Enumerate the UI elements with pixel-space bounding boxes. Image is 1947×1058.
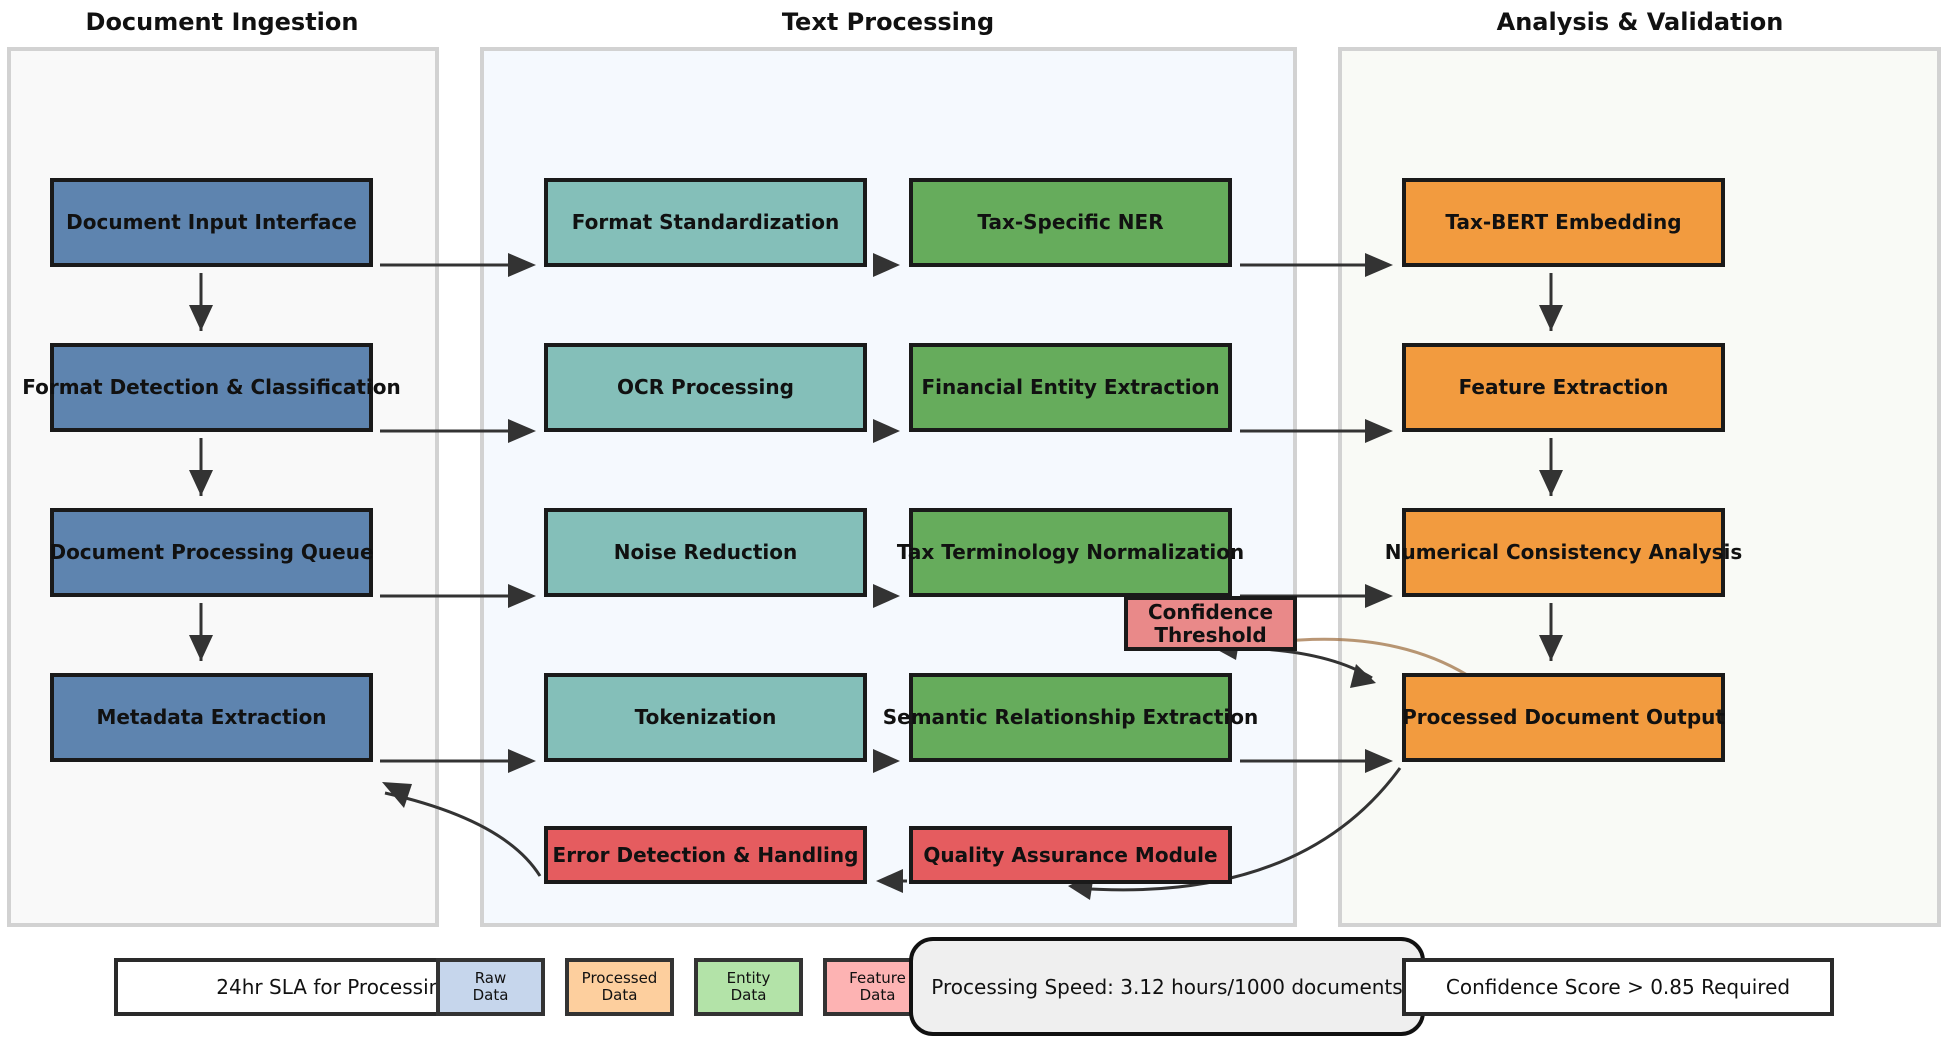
legend-feature-line2: Data	[859, 986, 896, 1004]
arrowhead-token-to-semantic	[873, 749, 900, 773]
node-tax-ner: Tax-Specific NER	[909, 178, 1232, 267]
node-numerical-consistency: Numerical Consistency Analysis	[1385, 508, 1742, 597]
arrowhead-std-to-ner	[873, 253, 900, 277]
legend-feature-line1: Feature	[849, 968, 906, 987]
arrowhead-bert-to-feature	[1539, 305, 1563, 331]
arrowhead-ner-to-bert	[1365, 253, 1393, 277]
node-metadata-extraction: Metadata Extraction	[50, 673, 373, 762]
arrowhead-queue-to-metadata	[189, 635, 213, 661]
arrowhead-input-to-std	[508, 253, 536, 277]
lane-title-processing: Text Processing	[781, 8, 995, 36]
arrowhead-error-to-metadata	[382, 782, 412, 808]
node-feature-extraction: Feature Extraction	[1402, 343, 1725, 432]
node-processed-output: Processed Document Output	[1402, 673, 1725, 762]
arrow-output-to-qa	[1074, 767, 1402, 892]
arrowhead-fin-to-feature	[1365, 419, 1393, 443]
node-format-standardization: Format Standardization	[544, 178, 867, 267]
confidence-label-line1: Confidence	[1147, 599, 1274, 624]
node-error-detection: Error Detection & Handling	[544, 826, 867, 884]
arrowhead-feature-to-numerical	[1539, 470, 1563, 496]
legend-raw-line1: Raw	[474, 968, 507, 987]
arrowhead-metadata-to-token	[508, 749, 536, 773]
confidence-requirement-note: Confidence Score > 0.85 Required	[1402, 958, 1834, 1016]
arrowhead-detect-to-queue	[189, 470, 213, 496]
confidence-label-line2: Threshold	[1154, 622, 1267, 647]
arrowhead-numerical-to-output	[1539, 635, 1563, 661]
arrow-confidence-to-output	[1214, 646, 1373, 680]
legend-entity-line1: Entity	[726, 968, 771, 987]
arrowhead-noise-to-term	[873, 584, 900, 608]
node-ocr-processing: OCR Processing	[544, 343, 867, 432]
legend-processed-line1: Processed	[581, 968, 658, 987]
node-noise-reduction: Noise Reduction	[544, 508, 867, 597]
node-semantic-relationship: Semantic Relationship Extraction	[883, 673, 1258, 762]
arrowhead-term-to-numerical	[1365, 584, 1393, 608]
legend-entity-line2: Data	[730, 986, 767, 1004]
legend-raw-data: Raw Data	[436, 958, 545, 1016]
arrowhead-qa-to-error	[876, 869, 903, 893]
arrowhead-confidence-to-output	[1350, 664, 1376, 688]
arrowhead-ocr-to-fin	[873, 419, 900, 443]
node-tax-bert: Tax-BERT Embedding	[1402, 178, 1725, 267]
arrowhead-semantic-to-output	[1365, 749, 1393, 773]
sla-note: 24hr SLA for Processing	[114, 958, 456, 1016]
node-processing-queue: Document Processing Queue	[49, 508, 374, 597]
arrow-error-to-metadata	[384, 791, 542, 877]
node-financial-entity: Financial Entity Extraction	[909, 343, 1232, 432]
node-tokenization: Tokenization	[544, 673, 867, 762]
arrowhead-detect-to-ocr	[508, 419, 536, 443]
legend-raw-line2: Data	[472, 986, 509, 1004]
node-tax-terminology: Tax Terminology Normalization	[897, 508, 1244, 597]
processing-speed-note: Processing Speed: 3.12 hours/1000 docume…	[909, 937, 1425, 1036]
legend-processed-data: Processed Data	[565, 958, 674, 1016]
legend-entity-data: Entity Data	[694, 958, 803, 1016]
arrowhead-queue-to-noise	[508, 584, 536, 608]
legend-processed-line2: Data	[601, 986, 638, 1004]
node-quality-assurance: Quality Assurance Module	[909, 826, 1232, 884]
sla-note-text: 24hr SLA for Processing	[216, 975, 454, 999]
node-confidence-threshold: Confidence Threshold	[1124, 596, 1297, 651]
arrowhead-input-to-detect	[189, 305, 213, 331]
lane-title-ingestion: Document Ingestion	[85, 8, 359, 36]
node-document-input: Document Input Interface	[50, 178, 373, 267]
lane-title-analysis: Analysis & Validation	[1496, 8, 1784, 36]
node-format-detection: Format Detection & Classification	[22, 343, 401, 432]
